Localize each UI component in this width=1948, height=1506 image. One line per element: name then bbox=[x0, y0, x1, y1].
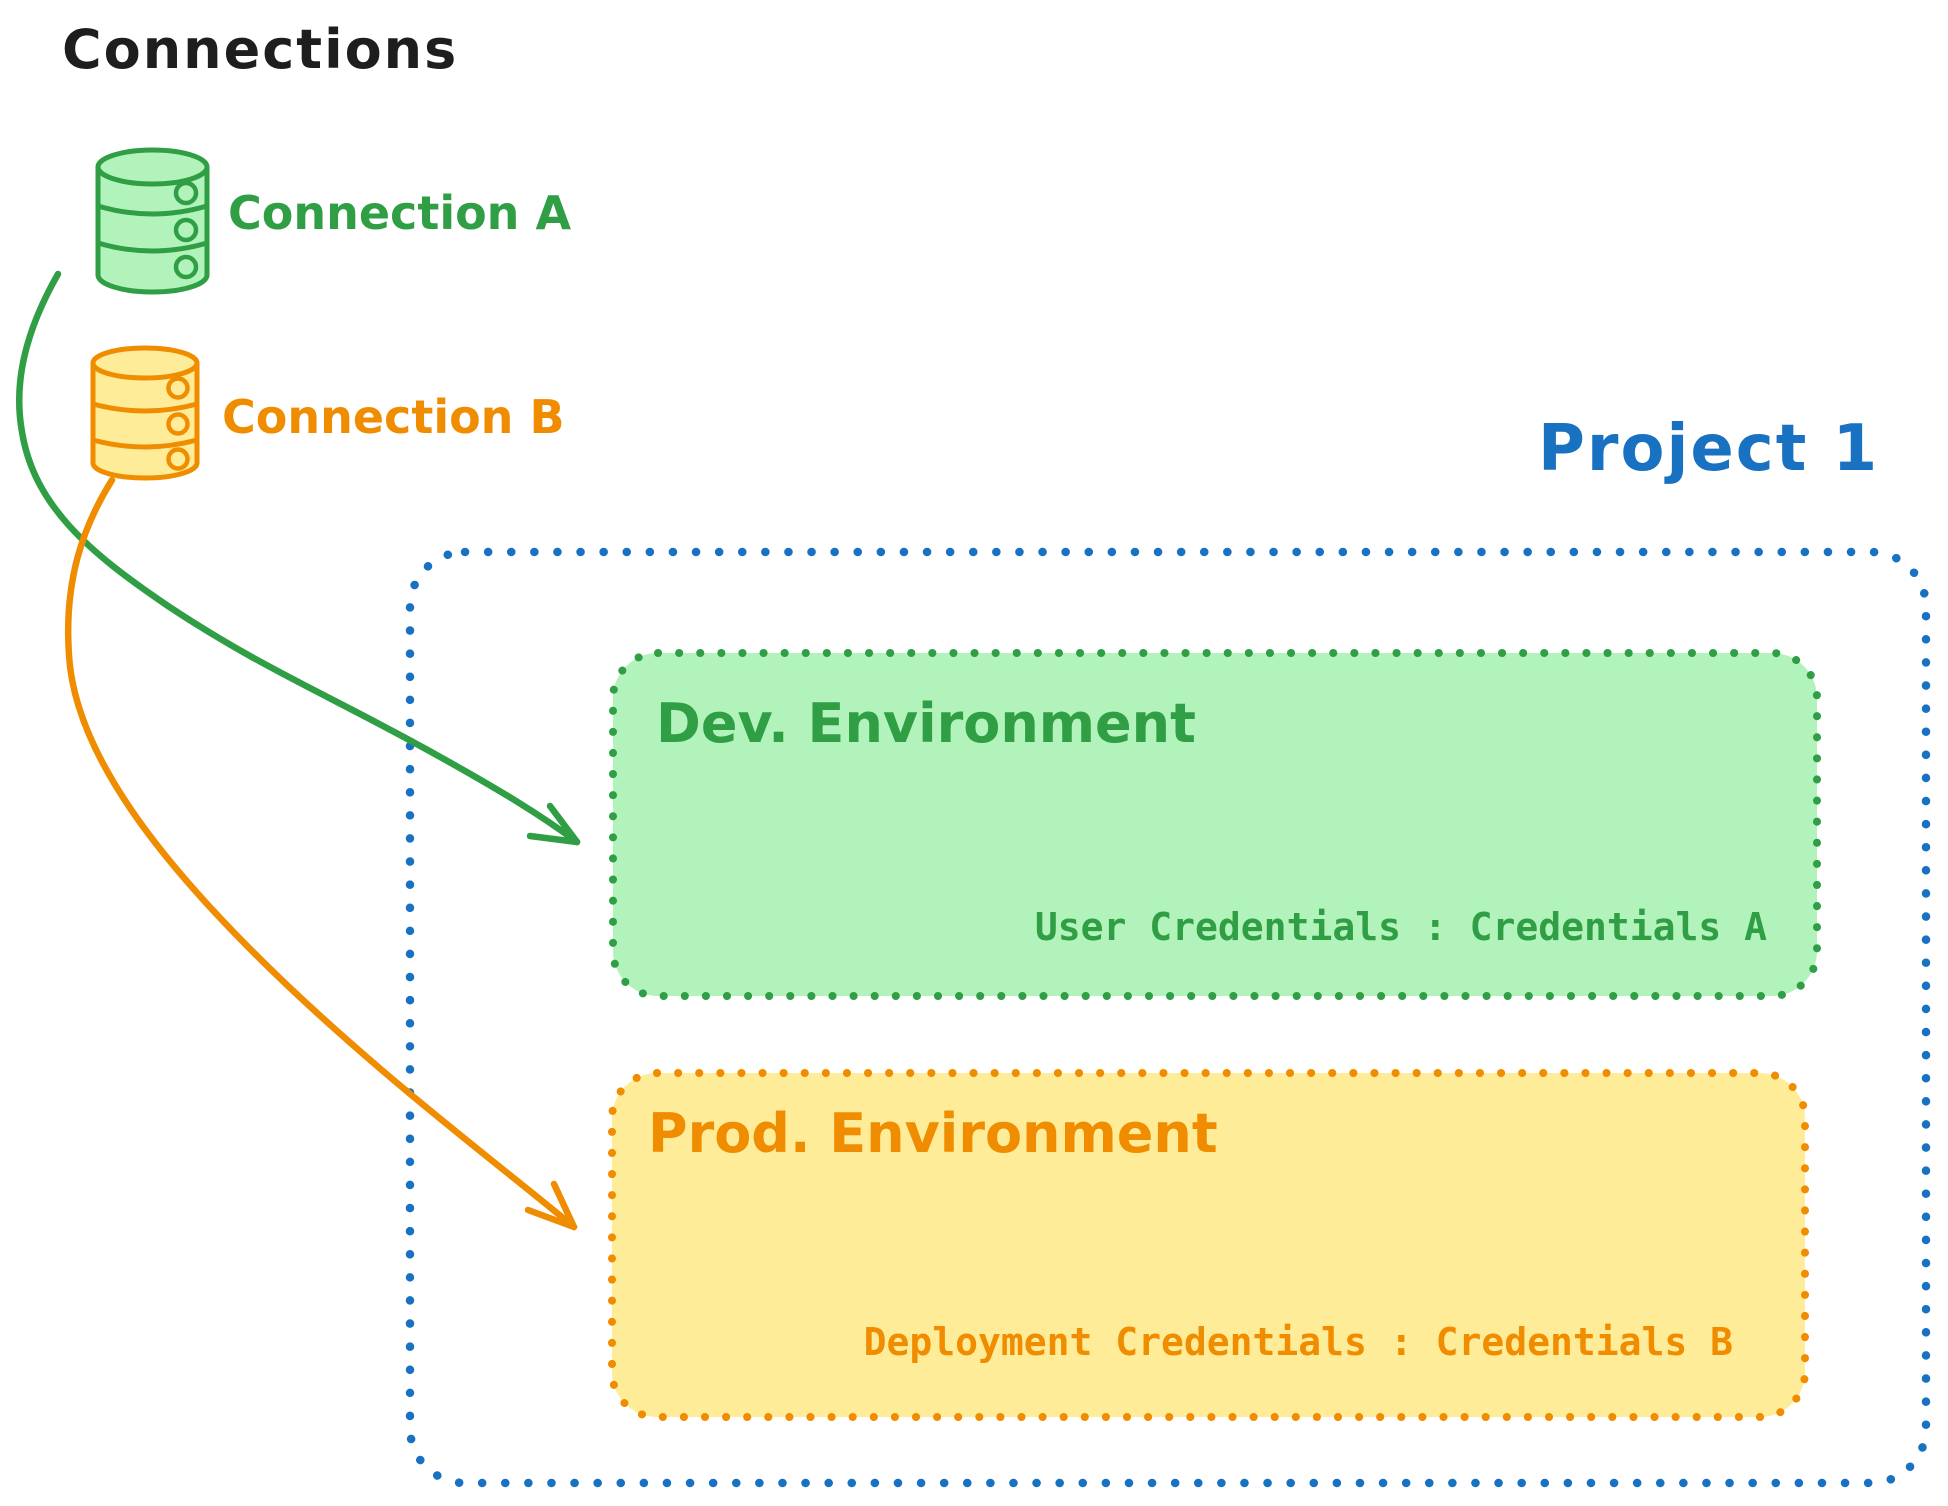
arrowhead-barb bbox=[546, 802, 581, 846]
prod-environment-credentials: Deployment Credentials : Credentials B bbox=[863, 1320, 1733, 1364]
database-icon-connection-a bbox=[95, 147, 210, 295]
dev-environment-box-fill bbox=[613, 653, 1817, 996]
prod-environment-box-border bbox=[608, 1069, 1809, 1421]
dev-environment-title: Dev. Environment bbox=[656, 692, 1196, 755]
connection-b-label: Connection B bbox=[222, 390, 565, 444]
arrowhead-barb bbox=[526, 832, 581, 846]
prod-environment-title: Prod. Environment bbox=[648, 1102, 1218, 1165]
arrow-connection-a-to-dev bbox=[15, 270, 581, 846]
arrow-connection-b-to-prod bbox=[64, 476, 578, 1231]
prod-environment-box-fill bbox=[612, 1073, 1805, 1417]
arrowhead-barb bbox=[550, 1180, 578, 1231]
project-title: Project 1 bbox=[1538, 412, 1880, 486]
dev-environment-credentials: User Credentials : Credentials A bbox=[1034, 905, 1767, 949]
diagram-title: Connections bbox=[62, 18, 459, 81]
connection-a-label: Connection A bbox=[228, 186, 572, 240]
dev-environment-box-border bbox=[609, 649, 1821, 1000]
database-icon-connection-b bbox=[90, 345, 200, 481]
arrowhead-barb bbox=[524, 1206, 578, 1231]
